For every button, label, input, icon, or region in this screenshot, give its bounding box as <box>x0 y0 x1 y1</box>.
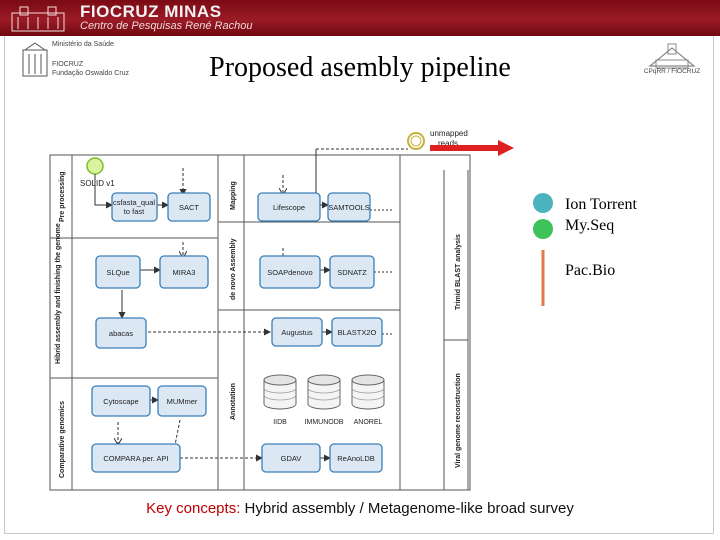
key-concepts-text: Hybrid assembly / Metagenome-like broad … <box>244 500 574 517</box>
svg-text:Augustus: Augustus <box>281 328 313 337</box>
svg-text:GDAV: GDAV <box>281 454 302 463</box>
lane-mapping: Mapping <box>230 181 237 210</box>
cpqrr-castle-logo <box>648 43 696 69</box>
svg-text:SLQue: SLQue <box>106 268 129 277</box>
lane-viral: Viral genome reconstruction <box>455 373 462 468</box>
svg-text:Cytoscape: Cytoscape <box>103 397 138 406</box>
database-immunodb: IMMUNODB <box>305 374 344 426</box>
start-event-label: SOLID v1 <box>80 179 115 188</box>
lane-preprocessing: Pre processing <box>59 171 66 222</box>
svg-text:IMMUNODB: IMMUNODB <box>305 419 344 426</box>
node-mira: MIRA3 <box>159 255 209 289</box>
svg-text:MUMmer: MUMmer <box>167 397 198 406</box>
ministerio-logo <box>22 42 48 77</box>
svg-text:IIDB: IIDB <box>273 419 287 426</box>
node-sact: SACT <box>167 192 211 222</box>
node-reanoldb: ReAnoLDB <box>329 443 383 473</box>
key-concepts: Key concepts: Hybrid assembly / Metageno… <box>0 500 720 517</box>
legend <box>533 193 553 306</box>
svg-text:Lifescope: Lifescope <box>273 203 305 212</box>
node-slique: SLQue <box>95 255 141 289</box>
svg-text:COMPARA per. API: COMPARA per. API <box>103 454 168 463</box>
unmapped-event-label: unmapped reads <box>430 129 470 148</box>
svg-text:SDNATZ: SDNATZ <box>337 268 367 277</box>
svg-text:abacas: abacas <box>109 329 133 338</box>
lane-annotation: Annotation <box>230 383 237 420</box>
header-title: FIOCRUZ MINAS <box>80 2 222 21</box>
fiocruz-building-logo <box>11 6 65 32</box>
ministerio-label: Ministério da Saúde <box>52 41 114 48</box>
legend-ion-torrent-dot <box>533 193 553 213</box>
node-blastx: BLASTX2O <box>331 317 383 347</box>
lanes-frame <box>49 154 471 491</box>
node-lifescope: Lifescope <box>257 192 321 222</box>
node-abacas: abacas <box>95 317 147 349</box>
database-iidb: IIDB <box>263 374 297 426</box>
node-sdnatz: SDNATZ <box>329 255 375 289</box>
svg-text:SACT: SACT <box>179 203 199 212</box>
node-mummer: MUMmer <box>157 385 207 417</box>
svg-text:ReAnoLDB: ReAnoLDB <box>337 454 375 463</box>
node-compara: COMPARA per. API <box>91 443 181 473</box>
legend-myseq-dot <box>533 219 553 239</box>
node-augustus: Augustus <box>271 317 323 347</box>
svg-text:MIRA3: MIRA3 <box>173 268 196 277</box>
svg-text:SOAPdenovo: SOAPdenovo <box>267 268 312 277</box>
node-soapdenovo: SOAPdenovo <box>259 255 321 289</box>
lane-denovo: de novo Assembly <box>230 238 237 300</box>
unmapped-event: unmapped reads <box>407 129 470 150</box>
start-event: SOLID v1 <box>80 157 115 188</box>
fiocruz-label: FIOCRUZ <box>52 61 84 68</box>
legend-ion-torrent-label: Ion Torrent <box>565 196 637 213</box>
fundacao-label: Fundação Oswaldo Cruz <box>52 70 130 77</box>
slide-title: Proposed asembly pipeline <box>209 52 511 83</box>
pool-outline <box>49 154 471 491</box>
node-samtools: SAMTOOLS <box>327 192 371 222</box>
cpqrr-label: CPqRR / FIOCRUZ <box>643 68 701 75</box>
svg-text:SAMTOOLS: SAMTOOLS <box>328 203 370 212</box>
node-gdav: GDAV <box>261 443 321 473</box>
lane-blast: Trimid BLAST analysis <box>455 234 462 310</box>
svg-text:BLASTX2O: BLASTX2O <box>338 328 377 337</box>
legend-myseq-label: My.Seq <box>565 217 615 234</box>
key-concepts-label: Key concepts: <box>146 500 241 517</box>
svg-text:ANOREL: ANOREL <box>354 419 383 426</box>
header-bar: FIOCRUZ MINAS Centro de Pesquisas René R… <box>0 0 720 36</box>
database-anorel: ANOREL <box>351 374 385 426</box>
unmapped-red-arrow <box>430 140 514 156</box>
lane-hybrid-assembly: Hibrid assembly and finishing the genome <box>55 223 62 364</box>
lane-comparative: Comparative genomics <box>59 401 66 478</box>
node-cytoscape: Cytoscape <box>91 385 151 417</box>
legend-pacbio-label: Pac.Bio <box>565 262 616 279</box>
header-subtitle: Centro de Pesquisas René Rachou <box>80 20 253 32</box>
connectors <box>94 148 408 462</box>
